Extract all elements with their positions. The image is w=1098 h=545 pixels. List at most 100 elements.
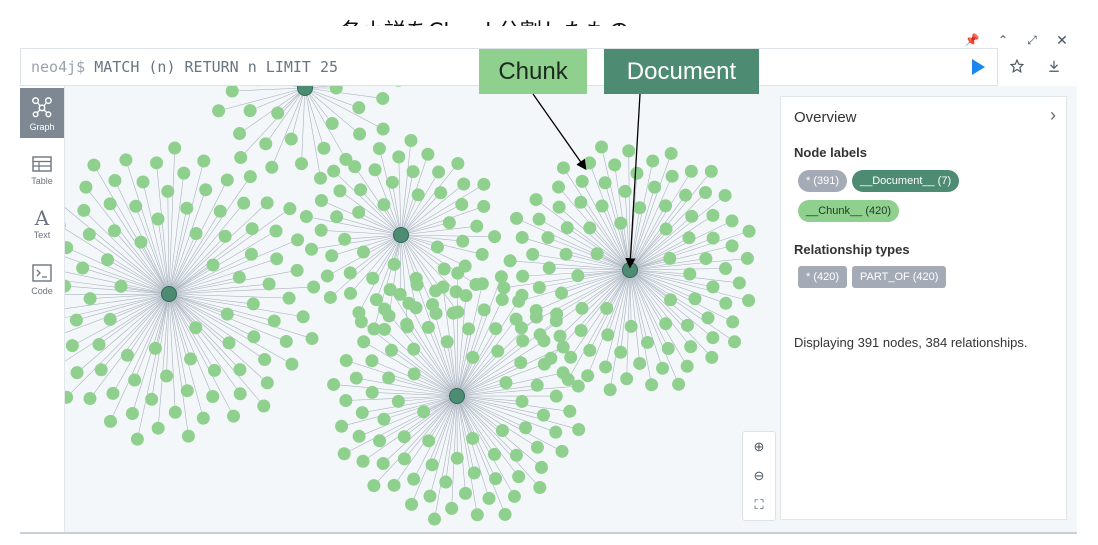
chunk-node[interactable] <box>555 286 569 300</box>
chunk-node[interactable] <box>457 177 471 191</box>
chunk-node[interactable] <box>488 230 502 244</box>
chunk-node[interactable] <box>507 489 521 503</box>
chunk-node[interactable] <box>571 269 585 283</box>
chunk-node[interactable] <box>406 165 420 179</box>
chunk-node[interactable] <box>392 86 405 87</box>
chunk-node[interactable] <box>450 451 464 465</box>
chunk-node[interactable] <box>515 394 529 408</box>
chunk-node[interactable] <box>356 454 370 468</box>
chunk-node[interactable] <box>257 399 271 413</box>
chunk-node[interactable] <box>218 229 232 243</box>
chunk-node[interactable] <box>206 258 220 272</box>
chunk-node[interactable] <box>212 104 226 118</box>
chunk-node[interactable] <box>407 367 421 381</box>
chunk-node[interactable] <box>335 419 349 433</box>
chunk-node[interactable] <box>382 371 396 385</box>
chunk-node[interactable] <box>491 344 505 358</box>
chunk-node[interactable] <box>372 142 386 156</box>
chunk-node[interactable] <box>633 356 647 370</box>
sidebar-item-code[interactable]: Code <box>20 264 64 304</box>
chunk-node[interactable] <box>245 222 259 236</box>
chunk-node[interactable] <box>718 188 732 202</box>
pin-icon[interactable]: 📌 <box>964 33 980 47</box>
chunk-node[interactable] <box>213 204 227 218</box>
chunk-node[interactable] <box>119 153 133 167</box>
document-node[interactable] <box>297 86 313 96</box>
chunk-node[interactable] <box>462 322 476 336</box>
chunk-node[interactable] <box>529 303 543 317</box>
chunk-node[interactable] <box>706 331 720 345</box>
node-label-document[interactable]: __Document__ (7) <box>852 170 960 192</box>
chunk-node[interactable] <box>599 360 613 374</box>
chunk-node[interactable] <box>740 251 754 265</box>
chunk-node[interactable] <box>150 156 164 170</box>
chunk-node[interactable] <box>512 294 526 308</box>
chunk-node[interactable] <box>659 317 673 331</box>
chunk-node[interactable] <box>742 294 756 308</box>
chunk-node[interactable] <box>376 457 390 471</box>
document-cluster[interactable] <box>327 266 586 526</box>
chunk-node[interactable] <box>356 245 370 259</box>
chunk-node[interactable] <box>227 409 241 423</box>
chunk-node[interactable] <box>265 160 279 174</box>
chunk-node[interactable] <box>451 266 465 280</box>
chunk-node[interactable] <box>262 277 276 291</box>
chunk-node[interactable] <box>656 361 670 375</box>
chunk-node[interactable] <box>658 199 672 213</box>
chunk-node[interactable] <box>387 257 401 271</box>
chunk-node[interactable] <box>574 323 588 337</box>
chunk-node[interactable] <box>180 384 194 398</box>
chunk-node[interactable] <box>120 348 134 362</box>
chunk-node[interactable] <box>477 303 491 317</box>
chunk-node[interactable] <box>65 279 72 293</box>
chunk-node[interactable] <box>427 512 441 526</box>
chunk-node[interactable] <box>534 460 548 474</box>
chunk-node[interactable] <box>339 393 353 407</box>
zoom-in-icon[interactable]: ⊕ <box>753 439 765 454</box>
chunk-node[interactable] <box>498 507 512 521</box>
chunk-node[interactable] <box>614 345 628 359</box>
chunk-node[interactable] <box>237 196 251 210</box>
chunk-node[interactable] <box>107 224 121 238</box>
chunk-node[interactable] <box>533 328 547 342</box>
chunk-node[interactable] <box>402 296 416 310</box>
chunk-node[interactable] <box>184 352 198 366</box>
chunk-node[interactable] <box>426 298 440 312</box>
chunk-node[interactable] <box>70 366 84 380</box>
chunk-node[interactable] <box>377 412 391 426</box>
chunk-node[interactable] <box>168 141 182 155</box>
chunk-node[interactable] <box>354 315 368 329</box>
chunk-node[interactable] <box>225 86 239 98</box>
chunk-node[interactable] <box>377 322 391 336</box>
chunk-node[interactable] <box>338 232 352 246</box>
sidebar-item-text[interactable]: A Text <box>20 208 64 248</box>
chunk-node[interactable] <box>258 353 272 367</box>
chunk-node[interactable] <box>482 491 496 505</box>
chunk-node[interactable] <box>672 377 686 391</box>
chunk-node[interactable] <box>323 290 337 304</box>
chunk-node[interactable] <box>685 209 699 223</box>
node-label-all[interactable]: * (391) <box>798 170 848 192</box>
chunk-node[interactable] <box>405 497 419 511</box>
chunk-node[interactable] <box>423 489 437 503</box>
chunk-node[interactable] <box>530 440 544 454</box>
chunk-node[interactable] <box>233 363 247 377</box>
chunk-node[interactable] <box>470 508 484 522</box>
chunk-node[interactable] <box>432 165 446 179</box>
chunk-node[interactable] <box>601 328 615 342</box>
chunk-node[interactable] <box>385 175 399 189</box>
chunk-node[interactable] <box>65 219 66 232</box>
chunk-node[interactable] <box>161 184 175 198</box>
chunk-node[interactable] <box>305 242 319 256</box>
chunk-node[interactable] <box>503 254 517 268</box>
chunk-node[interactable] <box>291 233 305 247</box>
chunk-node[interactable] <box>270 252 284 266</box>
chunk-node[interactable] <box>544 351 558 365</box>
chunk-node[interactable] <box>283 202 297 216</box>
chunk-node[interactable] <box>333 184 347 198</box>
chunk-node[interactable] <box>583 156 597 170</box>
document-cluster[interactable] <box>65 141 321 446</box>
download-icon[interactable] <box>1047 59 1061 73</box>
chunk-node[interactable] <box>719 296 733 310</box>
chunk-node[interactable] <box>243 104 257 118</box>
